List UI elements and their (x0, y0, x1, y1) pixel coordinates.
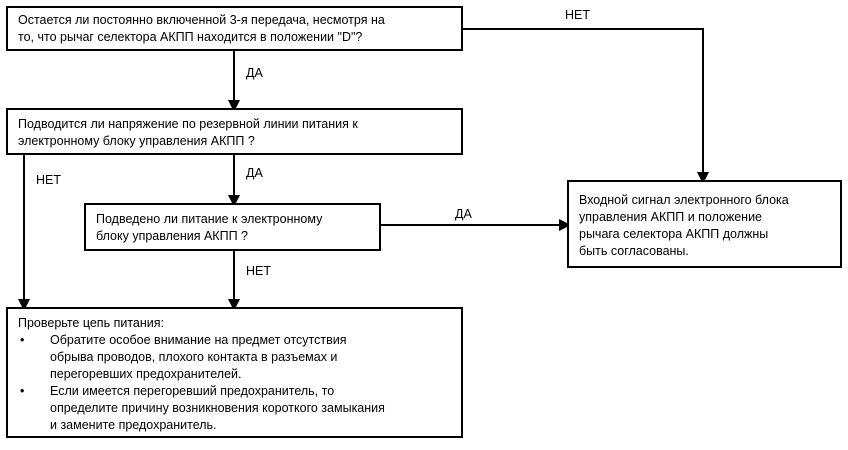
result-box-check-power-circuit: Проверьте цепь питания: Обратите особое … (6, 307, 463, 438)
result-box-signal-agreement: Входной сигнал электронного блока управл… (567, 180, 842, 268)
check-power-heading: Проверьте цепь питания: (18, 316, 164, 330)
label-q1-yes: ДА (246, 66, 263, 80)
check-power-list: Обратите особое внимание на предмет отсу… (18, 332, 451, 434)
label-q3-no: НЕТ (246, 264, 271, 278)
label-q3-yes: ДА (455, 207, 472, 221)
label-q1-no: НЕТ (565, 8, 590, 22)
label-q2-no: НЕТ (36, 173, 61, 187)
question-box-backup-power: Подводится ли напряжение по резервной ли… (6, 108, 463, 155)
arrow-q1-no (462, 28, 709, 184)
question-box-third-gear: Остается ли постоянно включенной 3-я пер… (6, 6, 463, 51)
check-power-item-wires: Обратите особое внимание на предмет отсу… (18, 332, 451, 383)
question-box-ecu-power: Подведено ли питание к электронному блок… (84, 203, 381, 251)
label-q2-yes: ДА (246, 166, 263, 180)
check-power-item-fuse: Если имеется перегоревший предохранитель… (18, 383, 451, 434)
